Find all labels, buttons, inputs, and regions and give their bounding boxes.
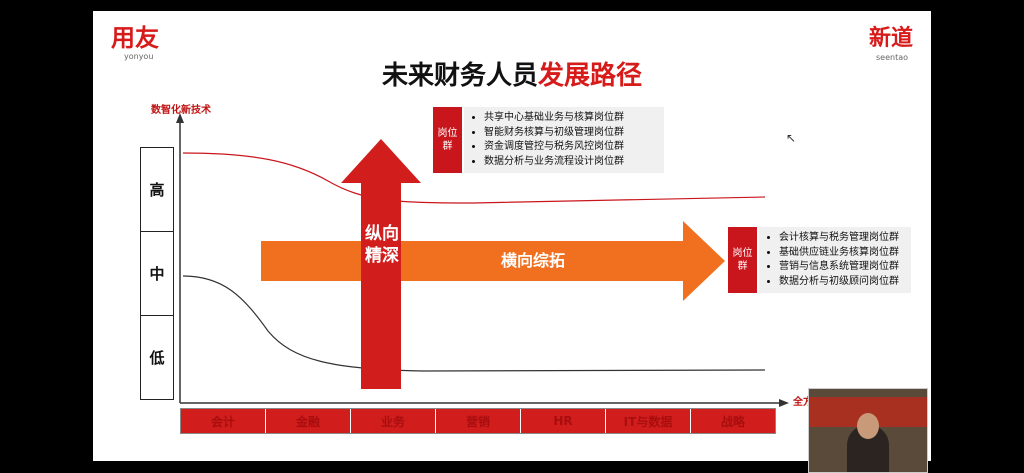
lower-curve [182, 275, 766, 372]
y-axis-arrowhead [176, 113, 184, 123]
category-cell: HR [521, 409, 606, 433]
category-cell: 营销 [436, 409, 521, 433]
level-low: 低 [140, 315, 174, 400]
x-axis-arrowhead [779, 399, 789, 407]
level-mid: 中 [140, 231, 174, 316]
seentao-logo: 新道 [868, 26, 913, 51]
y-axis-label: 数智化新技术 [151, 105, 211, 116]
list-item: 数据分析与初级顾问岗位群 [779, 275, 903, 290]
yonyou-logo: 用友 [111, 24, 159, 52]
category-cell: IT与数据 [606, 409, 691, 433]
upper-curve [182, 152, 766, 204]
mouse-cursor-icon: ↖ [786, 131, 797, 145]
list-item: 营销与信息系统管理岗位群 [779, 260, 903, 275]
list-item: 智能财务核算与初级管理岗位群 [484, 126, 656, 141]
title-part1: 未来财务人员 [381, 61, 538, 91]
list-item: 数据分析与业务流程设计岗位群 [484, 155, 656, 170]
tag-right-job-group: 岗位群 [728, 227, 757, 293]
list-item: 基础供应链业务核算岗位群 [779, 246, 903, 261]
vertical-arrow-label: 纵向精深 [365, 224, 399, 266]
presenter-head [857, 413, 879, 439]
category-cell: 业务 [351, 409, 436, 433]
webcam-thumbnail[interactable] [808, 388, 928, 473]
tag-top-job-group: 岗位群 [433, 107, 462, 173]
horizontal-arrow-label: 横向综拓 [500, 251, 565, 270]
right-job-list: 会计核算与税务管理岗位群 基础供应链业务核算岗位群 营销与信息系统管理岗位群 数… [759, 227, 911, 293]
yonyou-logo-subtext: yonyou [124, 52, 154, 61]
presentation-slide: 用友 yonyou 新道 seentao 未来财务人员发展路径 数智化新技术 高… [93, 11, 931, 461]
category-cell: 会计 [181, 409, 266, 433]
vertical-arrow [341, 139, 421, 389]
slide-title: 未来财务人员发展路径 [93, 55, 931, 92]
category-bar: 会计 金融 业务 营销 HR IT与数据 战略 [180, 408, 776, 434]
level-high: 高 [140, 147, 174, 232]
seentao-logo-subtext: seentao [875, 53, 908, 62]
category-cell: 战略 [691, 409, 775, 433]
path-diagram [176, 113, 789, 407]
title-part2: 发展路径 [538, 61, 643, 91]
top-job-list: 共享中心基础业务与核算岗位群 智能财务核算与初级管理岗位群 资金调度管控与税务风… [464, 107, 664, 173]
list-item: 会计核算与税务管理岗位群 [779, 231, 903, 246]
list-item: 资金调度管控与税务风控岗位群 [484, 140, 656, 155]
list-item: 共享中心基础业务与核算岗位群 [484, 111, 656, 126]
category-cell: 金融 [266, 409, 351, 433]
